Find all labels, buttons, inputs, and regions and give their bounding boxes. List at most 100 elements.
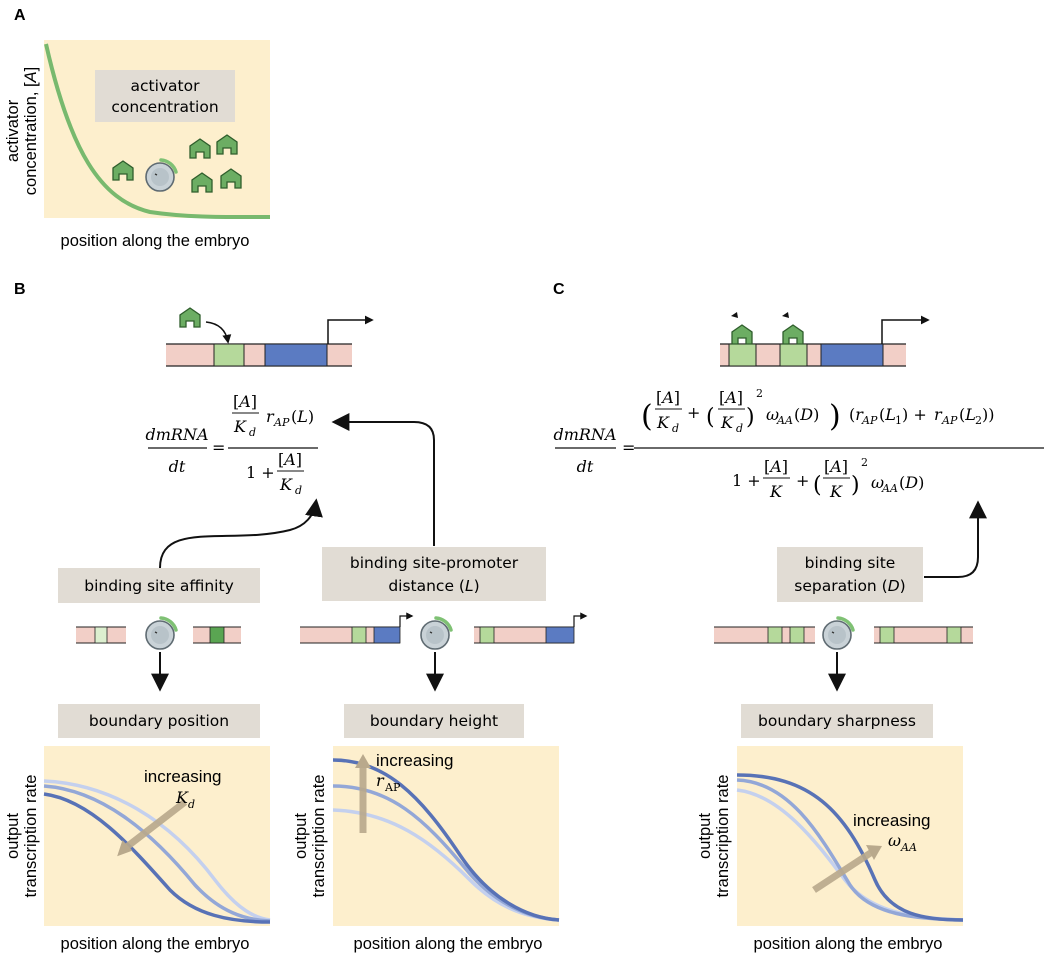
sharpness-tan-arrow-shaft — [812, 849, 874, 893]
svg-text:(D): (D) — [899, 473, 924, 492]
binding-arrow-icon — [205, 321, 232, 344]
eq-b-frac-den: K — [233, 417, 247, 436]
eq-b-rate-arg: (L) — [291, 407, 314, 426]
svg-text:output: output — [292, 813, 310, 859]
svg-text:d: d — [672, 422, 679, 435]
svg-text:transcription rate: transcription rate — [22, 775, 40, 898]
equation-b: dmRNA dt = [A] K d r AP (L) 1 + [A] K d — [145, 392, 318, 497]
sharpness-box — [741, 704, 933, 738]
sharpness-plot-bg — [737, 746, 963, 926]
svg-text:d: d — [736, 422, 743, 435]
svg-text:)): )) — [982, 405, 994, 424]
height-tan-arrow-head — [355, 754, 371, 768]
distance-to-rap-arrow — [331, 413, 435, 546]
svg-text:(: ( — [706, 405, 715, 430]
promoter-arrow-icon — [327, 315, 374, 344]
svg-text:transcription rate: transcription rate — [714, 775, 732, 898]
sharpness-annotation-sub: AA — [900, 841, 917, 854]
svg-text:K: K — [656, 413, 670, 432]
affinity-to-kd-arrow — [159, 498, 323, 569]
panel-label-b: B — [14, 281, 26, 298]
gene-construct-c — [720, 312, 930, 367]
height-annotation: increasing — [376, 751, 454, 770]
promoter-arrow-icon — [881, 315, 930, 344]
svg-text:2: 2 — [756, 387, 763, 400]
position-plot-bg — [44, 746, 270, 926]
height-box-label: boundary height — [370, 712, 498, 730]
position-annotation-var: K — [175, 788, 189, 807]
svg-text:output: output — [696, 813, 714, 859]
svg-text:[A]: [A] — [656, 388, 680, 407]
svg-text:2: 2 — [975, 414, 982, 427]
svg-text:AP: AP — [861, 414, 878, 427]
interaction-mark-icon — [782, 312, 789, 318]
panel-label-a: A — [14, 7, 26, 24]
rna-polymerase-icon — [144, 616, 178, 651]
distance-dna-long — [474, 612, 588, 644]
svg-text:d: d — [295, 484, 302, 497]
position-annotation-sub: d — [188, 798, 195, 811]
activator-molecule-icon — [782, 324, 804, 345]
svg-text:(r: (r — [849, 405, 864, 424]
svg-text:output: output — [4, 813, 22, 859]
position-tan-arrow-shaft — [121, 799, 188, 852]
distance-box — [322, 547, 546, 601]
svg-text:): ) — [829, 399, 841, 434]
height-ylabel: output transcription rate — [292, 775, 328, 898]
sharpness-ylabel: output transcription rate — [696, 775, 732, 898]
svg-text:ω: ω — [871, 473, 884, 492]
activator-xlabel: position along the embryo — [61, 232, 250, 250]
eq-c-lhs-num: dmRNA — [553, 425, 616, 444]
svg-text:K: K — [720, 413, 734, 432]
position-curve-light — [43, 779, 271, 922]
gene-construct-b — [166, 307, 374, 367]
svg-text:): ) — [746, 405, 755, 430]
svg-text:(: ( — [641, 399, 653, 434]
separation-to-omega-arrow — [924, 500, 987, 578]
svg-text:[A]: [A] — [824, 457, 848, 476]
separation-box-line1: binding site — [805, 554, 896, 572]
svg-text:1: 1 — [895, 414, 902, 427]
distance-box-line2: distance (L) — [388, 577, 479, 595]
height-annotation-sub: AP — [384, 781, 401, 794]
activator-ylabel-line2: concentration, [A] — [22, 67, 40, 195]
svg-text:): ) — [851, 473, 860, 498]
position-tan-arrow-head — [117, 840, 133, 857]
rna-polymerase-icon — [419, 616, 453, 651]
position-box — [58, 704, 260, 738]
svg-text:r: r — [934, 405, 943, 424]
activator-molecule-icon — [179, 307, 201, 328]
svg-text:AP: AP — [941, 414, 958, 427]
svg-text:K: K — [829, 482, 843, 501]
equation-c: dmRNA dt = ( [A] K d + ( [A] K d ) 2 ω A… — [553, 387, 1044, 501]
distance-dna-short — [300, 612, 414, 644]
svg-text:transcription rate: transcription rate — [310, 775, 328, 898]
svg-text:(: ( — [813, 473, 822, 498]
activator-box — [95, 70, 235, 122]
position-ylabel: output transcription rate — [4, 775, 40, 898]
eq-b-equals: = — [212, 438, 225, 457]
svg-text:) +: ) + — [902, 405, 927, 424]
affinity-box-label: binding site affinity — [84, 577, 234, 595]
position-box-label: boundary position — [89, 712, 229, 730]
separation-box-line2: separation (D) — [794, 577, 905, 595]
svg-text:AA: AA — [881, 482, 898, 495]
distance-box-line1: binding site-promoter — [350, 554, 519, 572]
sharpness-annotation-var: ω — [888, 831, 901, 850]
activator-molecule-icon — [731, 324, 753, 345]
height-box — [344, 704, 524, 738]
position-curve-dark — [43, 792, 271, 924]
panel-label-c: C — [553, 281, 565, 298]
activator-ylabel: activator concentration, [A] — [4, 67, 40, 195]
affinity-box — [58, 568, 260, 603]
svg-text:+: + — [796, 471, 809, 490]
height-xlabel: position along the embryo — [354, 935, 543, 953]
position-annotation: increasing — [144, 767, 222, 786]
svg-text:AA: AA — [776, 414, 793, 427]
svg-text:AP: AP — [273, 416, 290, 429]
sharpness-box-label: boundary sharpness — [758, 712, 916, 730]
interaction-mark-icon — [731, 312, 738, 318]
svg-text:[A]: [A] — [278, 450, 302, 469]
